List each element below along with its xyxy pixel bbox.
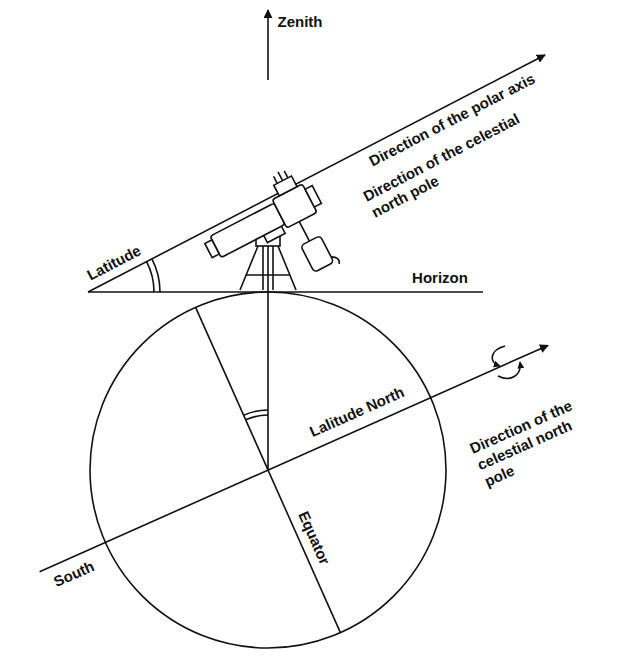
- direction-label: Equator: [294, 508, 333, 567]
- polar-axis-line: [88, 55, 545, 292]
- direction-label: Lalitude North: [307, 383, 407, 441]
- angle-mark: [244, 410, 268, 415]
- zenith-arrow: [267, 10, 269, 80]
- angle-mark: [147, 262, 154, 292]
- angle-mark: [152, 259, 160, 292]
- rotation-arrow: [498, 362, 520, 378]
- direction-label: South: [51, 557, 97, 591]
- direction-label: Latitude: [84, 242, 144, 285]
- direction-label: Direction of the celestial north pole: [467, 393, 597, 490]
- telescope: [191, 161, 350, 315]
- angle-mark: [246, 415, 268, 420]
- earth-axis: [40, 345, 548, 571]
- rotation-arrow: [492, 346, 505, 366]
- zenith-label: Zenith: [278, 13, 323, 31]
- horizon-label: Horizon: [412, 269, 468, 287]
